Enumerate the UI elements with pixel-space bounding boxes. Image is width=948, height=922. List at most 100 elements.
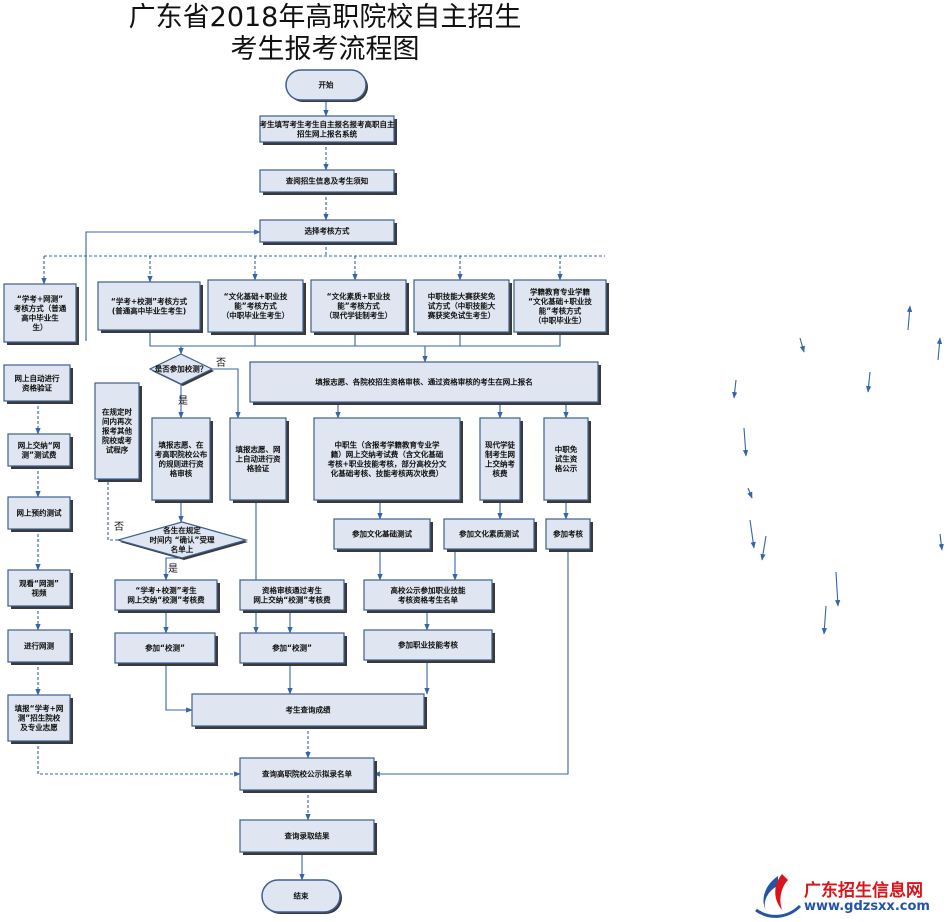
node-text-b-verify: 在规定时 bbox=[102, 407, 132, 417]
node-text-b-check2: 各生在规定 bbox=[162, 525, 201, 535]
node-check-info: 查阅招生信息及考生须知 bbox=[259, 169, 397, 195]
stray-arrow-6 bbox=[747, 487, 753, 499]
node-text-query-list: 查询高职院校公示拟录名单 bbox=[262, 769, 352, 779]
stray-arrow-7 bbox=[749, 519, 756, 549]
node-text-a-fill: 填报“学考+网 bbox=[15, 703, 64, 713]
edge-40 bbox=[37, 741, 241, 777]
node-text-method-e: 中职技能大赛获奖免 bbox=[428, 291, 496, 301]
edge-12 bbox=[149, 330, 184, 355]
node-c-attend: 参加文化基础测试 bbox=[333, 518, 433, 552]
node-a-do: 进行网测 bbox=[7, 629, 73, 665]
stray-arrow-10 bbox=[835, 571, 841, 607]
node-text-query-admit: 查询录取结果 bbox=[285, 831, 330, 841]
node-text-method-c: 能”考核方式 bbox=[234, 301, 277, 311]
node-text-a-review: 资格验证 bbox=[22, 382, 52, 392]
edge-26 bbox=[163, 557, 182, 581]
node-text-b-pay2: 网上交纳“校测”考核费 bbox=[253, 594, 331, 604]
node-text-b-decision: 是否参加校测？ bbox=[154, 364, 208, 374]
node-text-a-watch: 观看“网测” bbox=[19, 578, 59, 588]
stray-arrow-2 bbox=[799, 337, 805, 353]
node-text-method-c: “文化基础+职业技 bbox=[224, 291, 288, 301]
node-text-choose-method: 选择考核方式 bbox=[305, 226, 350, 236]
node-a-apply: 网上交纳“网测”测试费 bbox=[7, 433, 73, 469]
node-text-a-apply: 网上交纳“网 bbox=[18, 440, 61, 450]
node-text-c-list: 高校公示参加职业技能 bbox=[391, 585, 466, 595]
flowchart-nodes: 开始考生填写考生考生自主报名报考高职自主招生网上报名系统查阅招生信息及考生须知选… bbox=[3, 69, 609, 914]
node-text-b-attend1: 参加“校测” bbox=[145, 643, 185, 653]
title-line-1: 广东省2018年高职院校自主招生 bbox=[128, 2, 522, 33]
node-text-c-list: 考核资格考生名单 bbox=[398, 594, 458, 604]
node-text-method-a: 生） bbox=[33, 322, 48, 332]
node-text-c-box: 考核+职业技能考核，部分高校分文 bbox=[328, 458, 447, 468]
node-b-attend2: 参加“校测” bbox=[239, 632, 347, 666]
node-text-b-verify: 间内再次 bbox=[102, 416, 132, 426]
node-method-d: “文化素质+职业技能”考核方式（现代学徒制考生） bbox=[310, 279, 409, 335]
node-text-method-b: (普通高中毕业生考生) bbox=[112, 305, 186, 315]
edge-25 bbox=[105, 467, 118, 541]
flowchart-edges bbox=[35, 100, 605, 881]
node-text-a-pretest: 网上预约测试 bbox=[17, 508, 62, 518]
node-start: 开始 bbox=[285, 69, 368, 102]
node-text-e-box: 格公示 bbox=[555, 463, 578, 473]
site-logo: 广东招生信息网 www.gdzsxx.com bbox=[748, 870, 948, 922]
node-text-b-check2: 时间内 “确认”受理 bbox=[150, 535, 215, 545]
node-e-attend: 参加考核 bbox=[545, 518, 593, 552]
edge-11 bbox=[85, 229, 261, 341]
node-text-b-yes-box: 填报志愿、在 bbox=[159, 439, 204, 449]
node-text-d-box: 现代学徒 bbox=[485, 439, 515, 449]
title-line-2: 考生报考流程图 bbox=[230, 34, 420, 65]
stray-arrow-0 bbox=[906, 305, 913, 331]
node-text-b-verify: 报考其他 bbox=[102, 426, 132, 436]
node-text-query-score: 考生查询成绩 bbox=[286, 705, 331, 715]
node-text-b-no-box: 格验证 bbox=[247, 463, 270, 473]
edge-label-yes: 是 bbox=[178, 395, 188, 407]
node-c-box: 中职生（含报考学籍教育专业学籍）网上交纳考试费（含文化基础考核+职业技能考核，部… bbox=[313, 417, 463, 503]
node-text-b-no-box: 填报志愿、网 bbox=[236, 444, 281, 454]
node-text-d-attend: 参加文化素质测试 bbox=[459, 529, 519, 539]
node-text-b-attend2: 参加“校测” bbox=[272, 643, 312, 653]
node-d-attend: 参加文化素质测试 bbox=[443, 518, 537, 552]
node-method-c: “文化基础+职业技能”考核方式（中职毕业生考生） bbox=[207, 279, 306, 335]
node-text-b-verify: 院校或考 bbox=[102, 435, 132, 445]
node-text-a-do: 进行网测 bbox=[24, 641, 54, 651]
node-text-method-f: 能”考核方式 bbox=[539, 305, 582, 315]
node-text-e-box: 中职免 bbox=[555, 444, 578, 454]
node-text-e-box: 试生资 bbox=[555, 454, 578, 464]
node-text-check-info: 查阅招生信息及考生须知 bbox=[286, 176, 369, 186]
node-query-score: 考生查询成绩 bbox=[191, 693, 427, 729]
node-text-method-f: 学籍教育专业学籍 bbox=[530, 286, 590, 296]
stray-arrow-marks bbox=[732, 305, 944, 635]
node-text-method-d: “文化素质+职业技 bbox=[327, 291, 391, 301]
stray-arrow-5 bbox=[742, 427, 749, 457]
logo-url: www.gdzsxx.com bbox=[804, 899, 930, 914]
node-text-method-a: 高中毕业生 bbox=[21, 312, 59, 322]
node-text-register: 考生填写考生考生自主报名报考高职自主 bbox=[260, 119, 395, 129]
node-text-a-review: 网上自动进行 bbox=[15, 373, 60, 383]
stray-arrow-11 bbox=[821, 605, 828, 635]
edge-16 bbox=[181, 332, 561, 347]
node-method-b: “学考+校测”考核方式(普通高中毕业生考生) bbox=[97, 281, 203, 333]
node-text-method-b: “学考+校测”考核方式 bbox=[111, 296, 188, 306]
edge-label-no: 否 bbox=[216, 357, 226, 369]
logo-name: 广东招生信息网 bbox=[804, 881, 923, 901]
node-text-c-attend: 参加文化基础测试 bbox=[352, 529, 412, 539]
node-text-method-e: 试方式（中职技能大 bbox=[428, 301, 496, 311]
node-text-method-e: 赛获奖免试生考生） bbox=[427, 310, 496, 320]
edge-19 bbox=[212, 368, 241, 419]
stray-arrow-8 bbox=[760, 535, 767, 561]
node-text-big-review: 填报志愿、各院校招生资格审核、通过资格审核的考生在网上报名 bbox=[315, 377, 533, 387]
edge-label-no2: 否 bbox=[114, 521, 124, 533]
node-b-attend1: 参加“校测” bbox=[114, 632, 218, 666]
logo-swoosh-icon bbox=[755, 874, 802, 918]
node-text-b-pay2: 资格审核通过考生 bbox=[262, 585, 322, 595]
node-query-list: 查询高职院校公示拟录名单 bbox=[239, 757, 377, 793]
node-a-watch: 观看“网测”视频 bbox=[7, 569, 73, 609]
node-text-d-box: 核费 bbox=[493, 468, 508, 478]
